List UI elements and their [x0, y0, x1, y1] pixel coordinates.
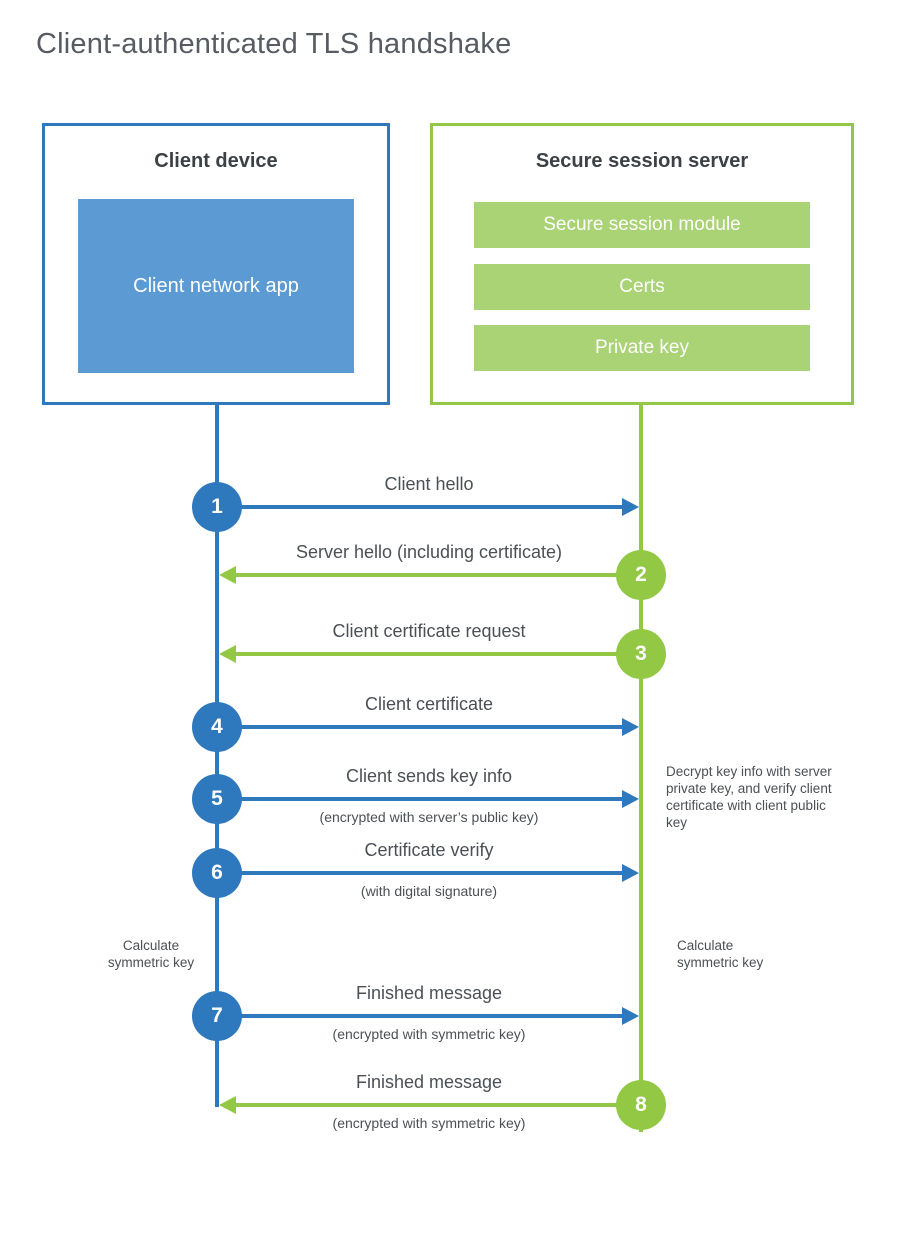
server-module-certs: Certs — [474, 264, 810, 310]
client-device-title: Client device — [154, 150, 278, 172]
step-number-badge: 7 — [192, 991, 242, 1041]
calculate-symmetric-key-note-left: Calculate symmetric key — [107, 938, 195, 970]
client-network-app-box: Client network app — [78, 199, 354, 373]
message-label: Client sends key info — [345, 766, 513, 786]
client-device-box: Client device Client network app — [42, 123, 390, 405]
arrowhead-right-icon — [622, 864, 639, 882]
arrow-line — [219, 505, 622, 509]
server-lifeline — [639, 405, 643, 1132]
message-label: Client hello — [384, 474, 474, 494]
server-module-secure-session: Secure session module — [474, 202, 810, 248]
arrowhead-right-icon — [622, 1007, 639, 1025]
step-number-badge: 1 — [192, 482, 242, 532]
message-label: Finished message — [355, 1072, 503, 1092]
decrypt-note: Decrypt key info with server private key… — [666, 764, 832, 830]
arrow-line — [219, 725, 622, 729]
message-sublabel: (encrypted with server’s public key) — [319, 809, 539, 825]
page-title: Client-authenticated TLS handshake — [36, 28, 512, 60]
step-number-badge: 8 — [616, 1080, 666, 1130]
arrow-line — [236, 652, 639, 656]
arrowhead-right-icon — [622, 718, 639, 736]
arrow-line — [236, 573, 639, 577]
step-number-badge: 5 — [192, 774, 242, 824]
arrowhead-left-icon — [219, 645, 236, 663]
message-sublabel: (encrypted with symmetric key) — [332, 1026, 526, 1042]
arrow-line — [236, 1103, 639, 1107]
calculate-symmetric-key-note-right: Calculate symmetric key — [677, 938, 764, 970]
message-label: Finished message — [355, 983, 503, 1003]
step-number-badge: 6 — [192, 848, 242, 898]
message-label: Server hello (including certificate) — [295, 542, 563, 562]
arrowhead-left-icon — [219, 566, 236, 584]
step-number-badge: 3 — [616, 629, 666, 679]
client-lifeline — [215, 405, 219, 1107]
message-label: Certificate verify — [364, 840, 494, 860]
secure-session-server-box: Secure session server Secure session mod… — [430, 123, 854, 405]
arrowhead-left-icon — [219, 1096, 236, 1114]
secure-session-server-title: Secure session server — [535, 150, 749, 172]
arrow-line — [219, 871, 622, 875]
message-label: Client certificate request — [332, 621, 526, 641]
server-module-private-key: Private key — [474, 325, 810, 371]
message-sublabel: (encrypted with symmetric key) — [332, 1115, 526, 1131]
arrowhead-right-icon — [622, 790, 639, 808]
step-number-badge: 4 — [192, 702, 242, 752]
arrow-line — [219, 1014, 622, 1018]
message-label: Client certificate — [364, 694, 494, 714]
arrowhead-right-icon — [622, 498, 639, 516]
arrow-line — [219, 797, 622, 801]
message-sublabel: (with digital signature) — [360, 883, 498, 899]
step-number-badge: 2 — [616, 550, 666, 600]
client-network-app-label: Client network app — [133, 274, 299, 297]
